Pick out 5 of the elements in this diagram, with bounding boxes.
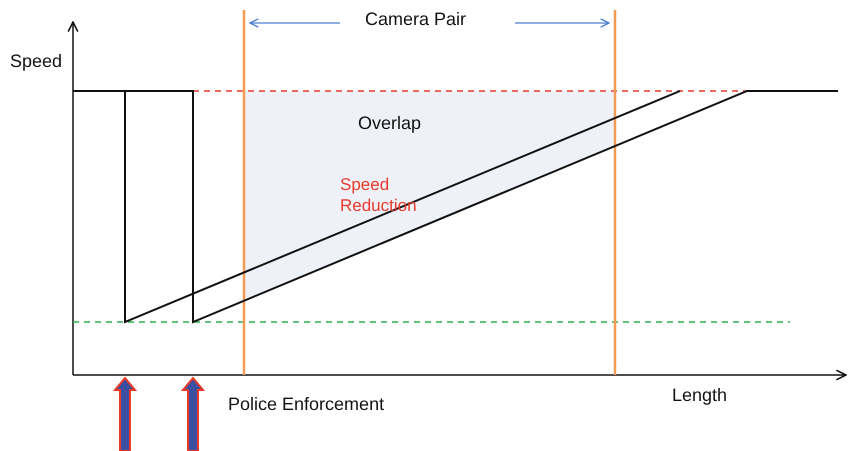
chart-label: Length [672, 384, 728, 407]
chart-label: Police Enforcement [228, 393, 384, 416]
axis-title: Camera Pair [365, 8, 466, 31]
axis-title: Speed [10, 50, 62, 73]
chart-label: Overlap [358, 112, 422, 135]
